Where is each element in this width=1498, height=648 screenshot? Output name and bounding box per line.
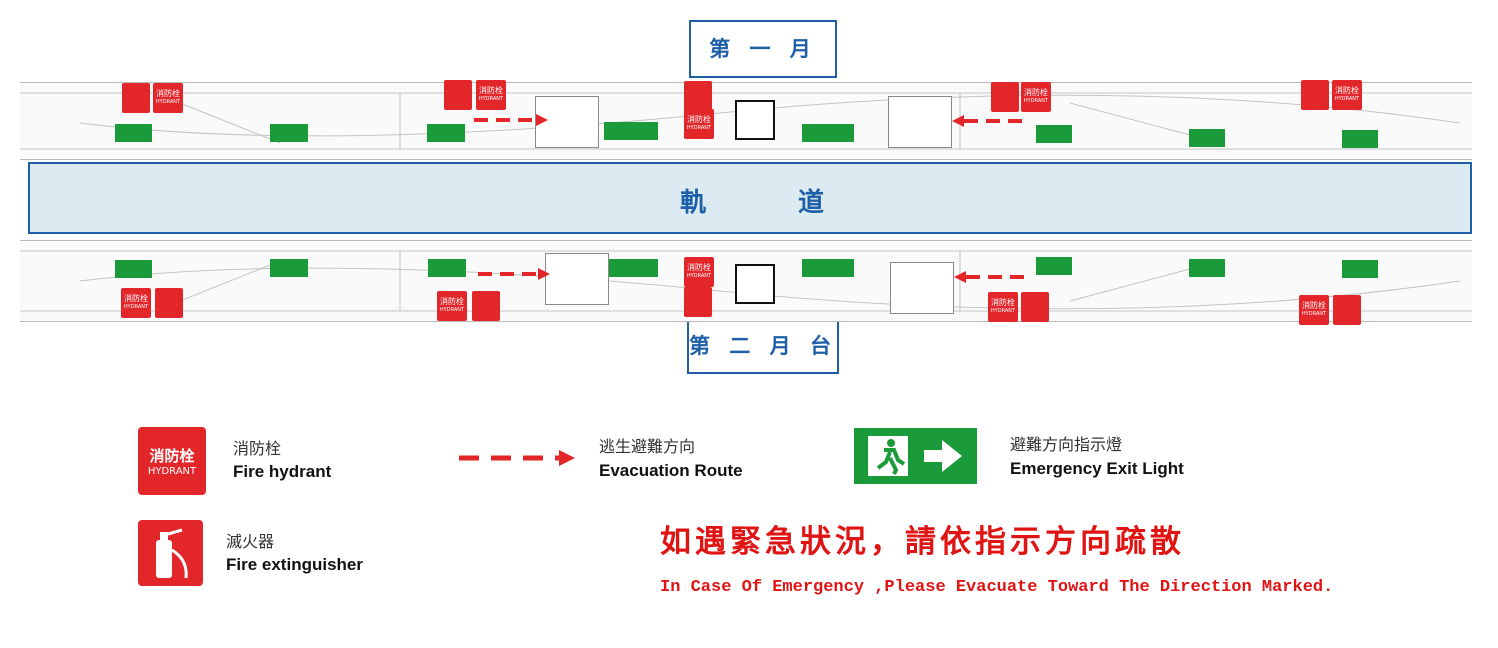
exit-light-sign — [604, 259, 658, 277]
exit-light-sign — [1342, 130, 1378, 148]
exit-light-sign — [802, 124, 854, 142]
extinguisher-icon — [684, 287, 712, 317]
track-char-2: 道 — [798, 188, 825, 218]
stairs — [890, 262, 954, 314]
stairs — [888, 96, 952, 148]
exit-light-sign — [1036, 257, 1072, 275]
legend-extinguisher-cn: 滅火器 — [226, 532, 275, 551]
evacuation-route-arrow — [474, 114, 548, 126]
legend-hydrant-en: Fire hydrant — [233, 462, 332, 481]
extinguisher-icon — [122, 83, 150, 113]
exit-light-sign — [1189, 259, 1225, 277]
exit-light-sign — [802, 259, 854, 277]
emergency-warning-cn: 如遇緊急狀況，請依指示方向疏散 — [660, 524, 1185, 560]
legend-hydrant-icon: 消防栓 HYDRANT — [138, 427, 206, 495]
legend-exit-light-icon — [854, 428, 977, 484]
legend-extinguisher-en: Fire extinguisher — [226, 555, 363, 574]
extinguisher-icon — [1333, 295, 1361, 325]
legend-route-en: Evacuation Route — [599, 461, 743, 480]
exit-light-sign — [427, 124, 465, 142]
track: 軌 道 — [28, 162, 1472, 234]
exit-light-sign — [428, 259, 466, 277]
exit-light-sign — [604, 122, 658, 140]
legend-exit-light-cn: 避難方向指示燈 — [1010, 435, 1123, 454]
platform-2-label: 第 二 月 台 — [687, 318, 839, 374]
legend-hydrant-cn: 消防栓 — [233, 439, 282, 458]
legend-extinguisher-icon — [138, 520, 203, 586]
evacuation-route-arrow — [478, 268, 550, 280]
track-char-1: 軌 — [680, 188, 707, 218]
exit-light-sign — [1342, 260, 1378, 278]
exit-light-sign — [1189, 129, 1225, 147]
evacuation-route-arrow — [952, 115, 1024, 127]
exit-light-sign — [115, 124, 152, 142]
extinguisher-icon — [444, 80, 472, 110]
legend-route-arrow — [459, 450, 575, 466]
stairs — [545, 253, 609, 305]
exit-light-sign — [270, 124, 308, 142]
emergency-warning-en: In Case Of Emergency ,Please Evacuate To… — [660, 578, 1334, 597]
elevator-icon — [735, 100, 775, 140]
evacuation-route-arrow — [954, 271, 1024, 283]
extinguisher-icon — [684, 81, 712, 111]
platform-1-label: 第 一 月 台 — [689, 20, 837, 115]
extinguisher-icon — [991, 82, 1019, 112]
extinguisher-icon — [472, 291, 500, 321]
exit-light-sign — [270, 259, 308, 277]
extinguisher-icon — [155, 288, 183, 318]
stairs — [535, 96, 599, 148]
elevator-icon — [735, 264, 775, 304]
extinguisher-icon — [1301, 80, 1329, 110]
legend-route-cn: 逃生避難方向 — [599, 437, 696, 456]
extinguisher-icon — [1021, 292, 1049, 322]
exit-light-sign — [1036, 125, 1072, 143]
legend-exit-light-en: Emergency Exit Light — [1010, 459, 1184, 478]
exit-light-sign — [115, 260, 152, 278]
